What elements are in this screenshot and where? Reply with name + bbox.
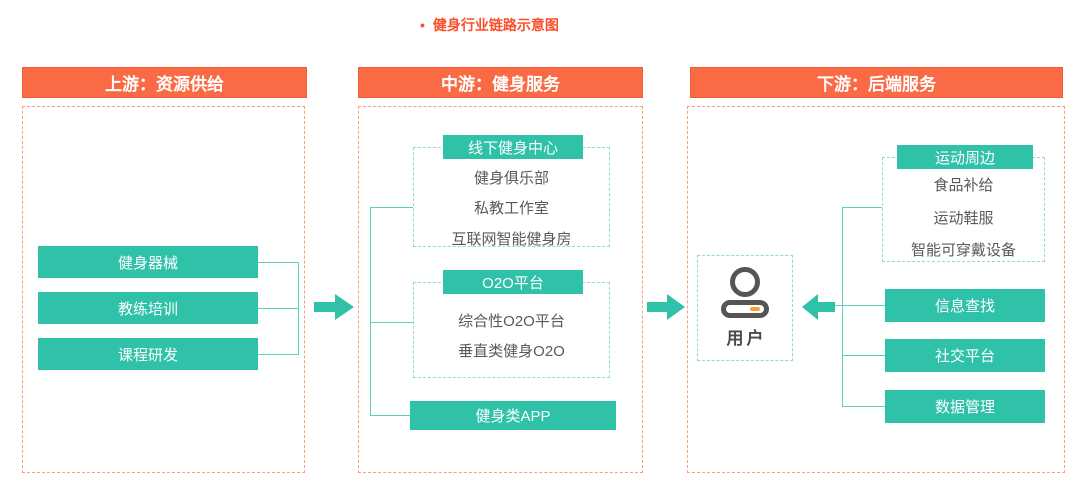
user-box: 用户 xyxy=(697,255,793,361)
upstream-item-box: 课程研发 xyxy=(38,338,258,370)
downstream-panel-header: 下游：后端服务 xyxy=(690,67,1063,98)
user-icon: 用户 xyxy=(698,256,792,349)
connector-line xyxy=(842,406,885,407)
arrow-left-icon xyxy=(802,294,835,320)
group-item: 垂直类健身O2O xyxy=(458,342,565,360)
upstream-item-box: 健身器械 xyxy=(38,246,258,278)
connector-line xyxy=(298,262,299,355)
midstream-panel-header: 中游：健身服务 xyxy=(358,67,643,98)
user-torso-icon xyxy=(721,300,769,318)
group-item: 智能可穿戴设备 xyxy=(910,241,1016,259)
service-box: 社交平台 xyxy=(885,339,1045,372)
connector-line xyxy=(258,308,298,309)
group-item: 健身俱乐部 xyxy=(473,169,549,187)
service-box: 数据管理 xyxy=(885,390,1045,423)
connector-line xyxy=(835,305,885,306)
service-box: 信息查找 xyxy=(885,289,1045,322)
connector-line xyxy=(842,207,843,407)
user-head-icon xyxy=(730,267,760,297)
arrow-right-icon xyxy=(314,294,354,320)
user-label: 用户 xyxy=(726,329,767,348)
arrow-right-icon xyxy=(647,294,685,320)
sports-peripherals-group-header: 运动周边 xyxy=(897,145,1033,169)
group-item: 运动鞋服 xyxy=(933,209,994,227)
connector-line xyxy=(370,415,410,416)
diagram-title: • 健身行业链路示意图 xyxy=(420,15,559,35)
title-text: 健身行业链路示意图 xyxy=(432,17,559,33)
connector-line xyxy=(842,355,885,356)
downstream-panel-body xyxy=(687,106,1065,473)
offline-fitness-group-header: 线下健身中心 xyxy=(443,135,583,159)
o2o-group-header: O2O平台 xyxy=(443,270,583,294)
group-item: 综合性O2O平台 xyxy=(458,312,565,330)
upstream-panel-header: 上游：资源供给 xyxy=(22,67,307,98)
midstream-panel-body xyxy=(358,106,643,473)
group-item: 私教工作室 xyxy=(473,199,549,217)
upstream-panel-body xyxy=(22,106,305,473)
connector-line xyxy=(370,207,413,208)
connector-line xyxy=(258,354,298,355)
group-item: 食品补给 xyxy=(933,176,994,194)
connector-line xyxy=(842,207,882,208)
title-bullet-icon: • xyxy=(420,17,425,33)
connector-line xyxy=(370,322,413,323)
connector-line xyxy=(370,207,371,416)
connector-line xyxy=(258,262,298,263)
user-badge-icon xyxy=(750,307,760,311)
upstream-item-box: 教练培训 xyxy=(38,292,258,324)
fitness-app-box: 健身类APP xyxy=(410,401,616,430)
group-item: 互联网智能健身房 xyxy=(451,230,572,248)
